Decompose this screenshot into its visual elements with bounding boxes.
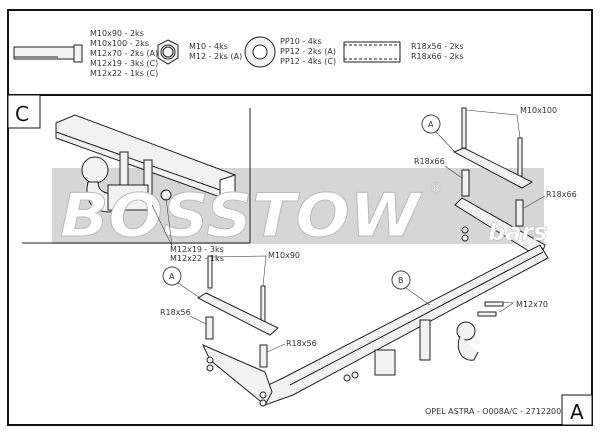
sheet-label: A [570,400,584,424]
callout-a-circle [162,266,182,286]
callout-a-right: A [428,120,434,129]
label-r18x66-right: R18x66 [546,190,577,199]
drawing-border [7,9,593,426]
detail-c-label: C [15,102,29,126]
label-r18x56-right: R18x56 [286,339,317,348]
label-m12x70: M12x70 [516,300,548,309]
bolt-spec: M12x19 - 3ks (C) [90,59,158,68]
label-m10x90: M10x90 [268,251,300,260]
callout-a-circle [421,114,441,134]
label-r18x56-left: R18x56 [160,308,191,317]
bolt-spec: M12x22 - 1ks (C) [90,69,158,78]
spacer-tube-icon [343,41,401,63]
callout-b-circle [391,270,411,290]
washer-spec: PP12 - 2ks (A) [280,47,336,56]
label-m10x100: M10x100 [520,106,557,115]
nut-spec: M12 - 2ks (A) [189,52,242,61]
bracket-assembly-right [452,107,546,259]
bolt-spec: M10x90 - 2ks [90,29,144,38]
callout-m12x22: M12x22 - 1ks [170,254,224,263]
drawing-title: OPEL ASTRA - O008A/C - 27122007 [425,407,566,416]
bracket-assembly-left [196,255,279,407]
washer-spec: PP12 - 4ks (C) [280,57,336,66]
crossbar-detail [55,114,236,198]
label-r18x66-left: R18x66 [414,157,445,166]
towball-detail [81,151,172,213]
detail-c-label-box [7,94,41,129]
spacer-spec: R18x66 - 2ks [411,52,464,61]
registered-mark: ® [428,179,444,198]
washer-icon [244,36,276,68]
callout-b: B [398,276,404,285]
bolt-icon [13,44,83,63]
spacer-spec: R18x56 - 2ks [411,42,464,51]
watermark: BOSSTOW bars ® [60,179,548,252]
bolt-spec: M10x100 - 2ks [90,39,149,48]
callout-m12x19: M12x19 - 3ks [170,245,224,254]
nut-icon [157,39,179,65]
sheet-label-box [561,394,593,426]
nut-spec: M10 - 4ks [189,42,228,51]
watermark-suffix: bars [488,218,548,246]
callout-a-left: A [169,272,175,281]
watermark-brand: BOSSTOW [60,181,423,251]
bolt-spec: M12x70 - 2ks (A) [90,49,158,58]
washer-spec: PP10 - 4ks [280,37,322,46]
